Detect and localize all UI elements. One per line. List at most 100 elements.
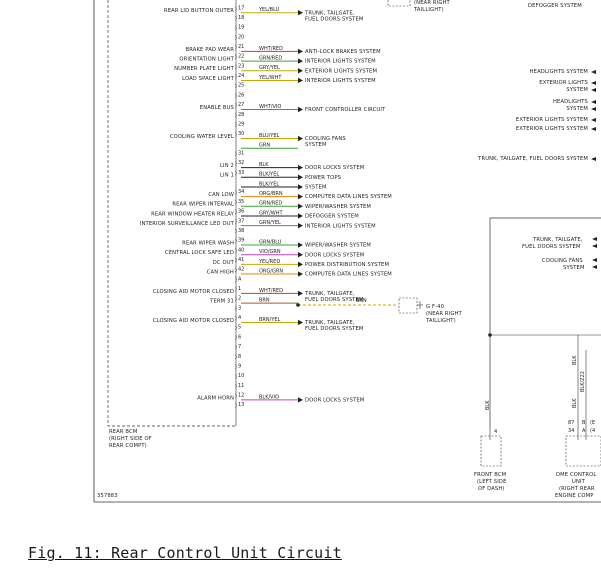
right-system-label: EXTERIOR LIGHTS	[539, 80, 588, 86]
front-bcm-wire-label: BLK	[485, 400, 491, 410]
destination-label: POWER DISTRIBUTION SYSTEM	[305, 262, 389, 268]
splice-dot	[296, 303, 300, 307]
engine-pin-4: 34	[568, 428, 574, 434]
signal-label: CLOSING AID MOTOR CLOSED	[153, 289, 234, 295]
wire-color-label: WHT/RED	[259, 46, 283, 52]
right-system-label: HEADLIGHTS SYSTEM	[530, 69, 588, 75]
pin-number: 42	[238, 267, 244, 273]
engine-pin-5: A	[582, 428, 586, 434]
engine-label-1: DME CONTROL	[556, 472, 596, 478]
pin-mark	[234, 112, 237, 118]
arrow-icon	[298, 77, 303, 84]
arrow-icon	[298, 48, 303, 55]
pin-number: 10	[238, 373, 244, 379]
pin-number: 40	[238, 247, 244, 253]
engine-label-3: (RIGHT REAR	[559, 486, 595, 492]
pin-number: 33	[238, 170, 244, 176]
pin-mark	[234, 199, 237, 205]
pin-number: 20	[238, 34, 244, 40]
right-box-label-2a: COOLING FANS	[542, 258, 583, 264]
ground-label-1: G F-40	[426, 304, 444, 310]
signal-label: CENTRAL LOCK SAFE LED	[165, 250, 234, 256]
pin-mark	[234, 393, 237, 398]
pin-number: 31	[238, 151, 244, 157]
pin-mark	[234, 74, 237, 79]
arrow-right-1	[592, 237, 597, 241]
engine-pin-1: 87	[568, 420, 574, 426]
destination-label: DOOR LOCKS SYSTEM	[305, 165, 364, 171]
signal-label: LOAD SPACE LIGHT	[182, 76, 235, 82]
wire-color-label: GRN/BLU	[259, 239, 282, 245]
engine-wire-label-2: BLK	[572, 398, 578, 408]
arrow-icon	[298, 68, 303, 74]
pin-mark	[234, 374, 237, 379]
destination-label: TRUNK, TAILGATE,	[304, 320, 355, 326]
rear-bcm-label-3: REAR COMPT)	[109, 443, 147, 449]
arrow-left-icon	[591, 81, 596, 85]
ground-component	[398, 297, 418, 314]
pin-number: 27	[238, 102, 244, 108]
rear-bcm-label-1: REAR BCM	[109, 429, 137, 435]
wire-color-label: YEL/BLU	[258, 7, 280, 13]
destination-label: INTERIOR LIGHTS SYSTEM	[305, 59, 376, 65]
engine-label-2: UNIT	[572, 479, 586, 485]
wire-color-label: GRN	[259, 143, 270, 149]
destination-label: DOOR LOCKS SYSTEM	[305, 398, 364, 404]
pin-number: 5	[238, 325, 241, 331]
pin-number: 29	[238, 121, 244, 127]
right-box-label-1a: TRUNK, TAILGATE,	[532, 237, 583, 243]
arrow-left-icon	[591, 127, 596, 131]
wire-color-label: WHT/RED	[259, 288, 283, 294]
pin-mark	[234, 103, 237, 108]
arrow-icon	[298, 106, 303, 113]
pin-mark	[234, 219, 237, 224]
arrow-left-icon	[591, 107, 596, 111]
arrow-icon	[298, 252, 303, 258]
signal-label: DC OUT	[213, 260, 235, 266]
destination-label: COMPUTER DATA LINES SYSTEM	[305, 194, 392, 200]
destination-label: DOOR LOCKS SYSTEM	[305, 252, 364, 258]
pin-mark	[234, 257, 237, 263]
top-right-label: DEFOGGER SYSTEM	[528, 3, 582, 9]
arrow-icon	[298, 242, 303, 248]
signal-label: CAN HIGH	[207, 269, 234, 275]
pin-number: 39	[238, 238, 244, 244]
pin-number: 9	[238, 363, 241, 369]
destination-label: POWER TOPS	[305, 175, 341, 181]
arrow-right-2	[592, 244, 597, 248]
pin-mark	[234, 151, 237, 156]
front-bcm-label-2: (LEFT SIDE	[477, 479, 507, 485]
pin-number: 4	[238, 315, 241, 321]
signal-label: ENABLE BUS	[200, 105, 234, 111]
pin-mark	[234, 228, 237, 234]
arrow-icon	[298, 319, 303, 326]
destination-label: INTERIOR LIGHTS SYSTEM	[305, 78, 376, 84]
arrow-icon	[298, 397, 303, 403]
rear-bcm-outline	[107, 0, 236, 427]
signal-label: REAR WIPER WASH	[182, 240, 234, 246]
destination-label: EXTERIOR LIGHTS SYSTEM	[305, 68, 377, 74]
pin-mark	[234, 383, 237, 389]
wire-color-label: GRN/RED	[259, 201, 282, 207]
pin-mark	[234, 54, 237, 60]
pin-mark	[234, 403, 237, 408]
pin-mark	[234, 335, 237, 340]
pin-mark	[234, 316, 237, 321]
pin-mark	[234, 267, 237, 273]
destination-label: FUEL DOORS SYSTEM	[305, 326, 364, 332]
right-box-label-2b: SYSTEM	[563, 265, 585, 271]
wire-color-label: GRY/WHT	[259, 210, 283, 216]
signal-label: REAR WINDOW HEATER RELAY	[151, 211, 235, 217]
arrow-left-icon	[591, 157, 596, 161]
top-box	[387, 0, 411, 7]
right-system-label: SYSTEM	[566, 87, 588, 93]
engine-unit-box	[565, 435, 601, 467]
pin-number: 1	[238, 286, 241, 292]
pin-number: 23	[238, 63, 244, 69]
arrow-left-icon	[591, 88, 596, 92]
pin-mark	[234, 248, 237, 253]
wire-color-label: YEL/WHT	[258, 75, 282, 81]
right-system-label: SYSTEM	[566, 106, 588, 112]
pin-number: 34	[238, 189, 244, 195]
